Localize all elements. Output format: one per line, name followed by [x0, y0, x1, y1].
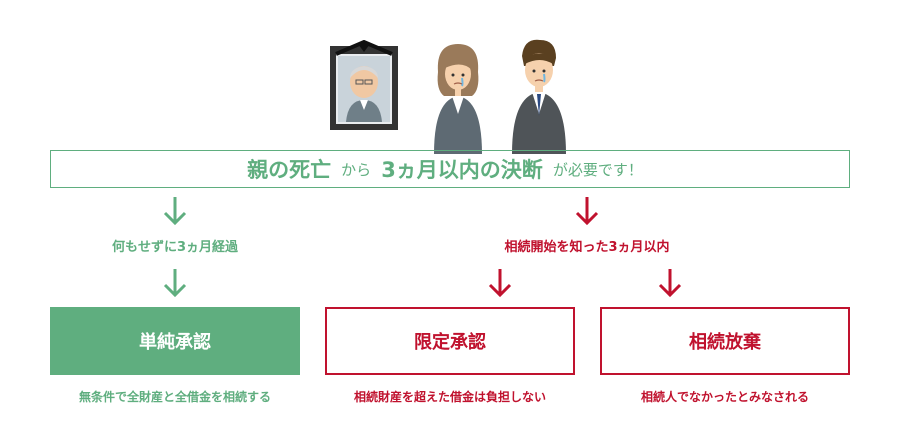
- funeral-portrait-icon: [330, 40, 398, 130]
- limited-acceptance-box: 限定承認: [325, 307, 575, 375]
- headline-part3: 3ヵ月以内の決断: [381, 158, 543, 182]
- arrow-down-red-2: [488, 269, 512, 298]
- crying-woman-icon: [434, 44, 482, 154]
- headline-box: 親の死亡 から 3ヵ月以内の決断 が必要です！: [50, 150, 850, 188]
- headline-part1: 親の死亡: [247, 158, 332, 182]
- arrow-down-green-2: [163, 269, 187, 298]
- simple-acceptance-caption: 無条件で全財産と全借金を相続する: [78, 390, 271, 404]
- renunciation-caption: 相続人でなかったとみなされる: [640, 390, 809, 404]
- arrow-down-red-3: [658, 269, 682, 298]
- arrow-down-green-1: [163, 197, 187, 226]
- headline-part2: から: [341, 160, 372, 179]
- left-branch-label: 何もせずに3ヵ月経過: [111, 240, 239, 255]
- illustration: [320, 34, 580, 154]
- limited-acceptance-caption: 相続財産を超えた借金は負担しない: [353, 390, 546, 404]
- arrow-down-red-1: [575, 197, 599, 226]
- headline-part4: が必要です！: [552, 160, 643, 179]
- simple-acceptance-box: 単純承認: [50, 307, 300, 375]
- renunciation-box: 相続放棄: [600, 307, 850, 375]
- right-branch-label: 相続開始を知った3ヵ月以内: [504, 240, 670, 255]
- crying-man-icon: [512, 39, 566, 154]
